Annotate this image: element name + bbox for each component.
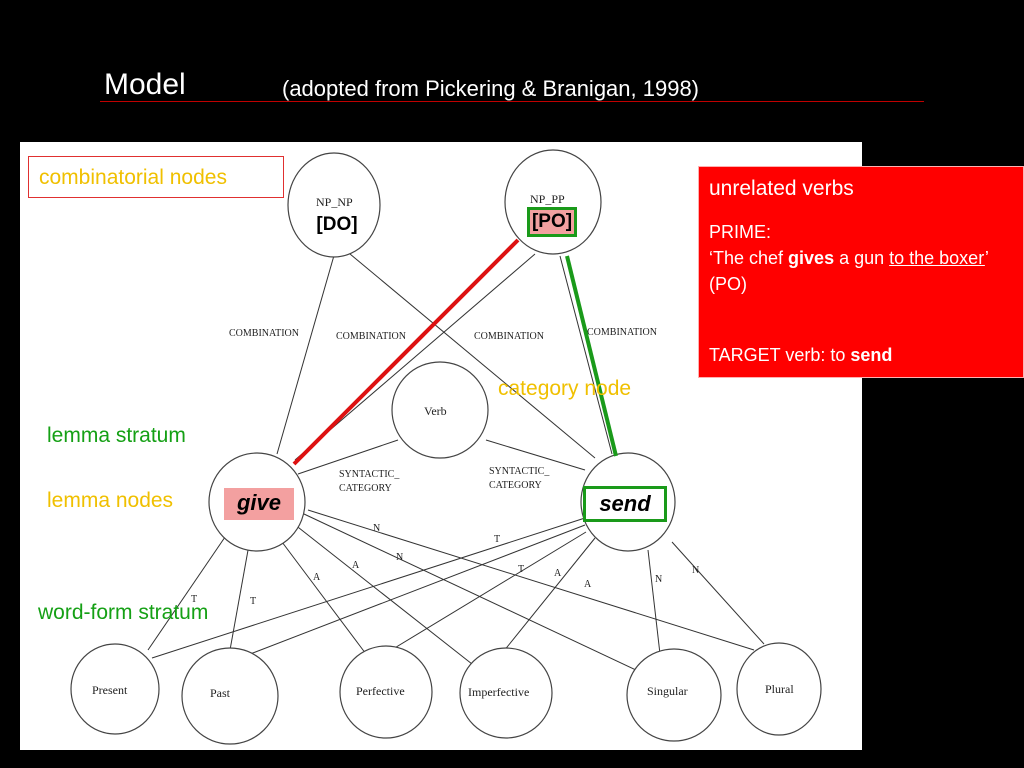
edge-label-a-1: A [313, 572, 321, 583]
word-form-stratum-label: word-form stratum [38, 601, 209, 624]
tag-po: [PO] [527, 207, 577, 237]
edge-send-past [244, 524, 586, 657]
node-label-perfective: Perfective [356, 684, 405, 698]
target-text: TARGET verb: to send [709, 345, 892, 366]
target-label: TARGET verb: [709, 345, 831, 365]
prime-text: PRIME: ‘The chef gives a gun to the boxe… [709, 219, 1015, 297]
edge-send-plural [671, 541, 765, 645]
prime-label: PRIME: [709, 222, 772, 242]
node-np-np [287, 152, 381, 258]
edge-label-combination-3: COMBINATION [474, 331, 544, 342]
edge-npnp-send [349, 253, 596, 459]
tag-send: send [583, 486, 667, 522]
edge-label-combination-4: COMBINATION [587, 327, 657, 338]
prime-quote-close: ’ (PO) [709, 248, 989, 294]
prime-object: a gun [834, 248, 890, 268]
node-label-present: Present [92, 683, 128, 697]
tag-do: [DO] [316, 214, 358, 235]
edge-give-perfective [275, 533, 367, 655]
edge-label-t-1: T [191, 594, 197, 605]
prime-verb: gives [788, 248, 835, 268]
edge-label-a-2: A [352, 560, 360, 571]
edge-label-syntactic-2b: CATEGORY [489, 480, 542, 491]
edge-verb-give [297, 439, 399, 475]
node-past [181, 647, 279, 745]
edge-send-imperfective [494, 537, 596, 663]
slide-subtitle: (adopted from Pickering & Branigan, 1998… [282, 76, 700, 101]
edge-send-present [151, 517, 586, 659]
tag-give: give [224, 488, 294, 520]
edge-label-n-3: N [655, 574, 662, 585]
prime-quote-open: ‘The chef [709, 248, 789, 268]
node-label-past: Past [210, 686, 231, 700]
node-label-np-np: NP_NP [316, 195, 353, 209]
edge-label-t-2: T [250, 596, 256, 607]
example-panel: unrelated verbs PRIME: ‘The chef gives a… [698, 166, 1024, 378]
node-label-singular: Singular [647, 684, 688, 698]
panel-heading: unrelated verbs [709, 177, 854, 200]
combinatorial-nodes-label: combinatorial nodes [39, 166, 227, 189]
edge-label-n-4: N [692, 565, 699, 576]
edge-give-singular [303, 513, 637, 671]
node-label-plural: Plural [765, 682, 794, 696]
edge-verb-send [485, 439, 586, 471]
edge-label-syntactic-1a: SYNTACTIC_ [339, 469, 400, 480]
lemma-nodes-label: lemma nodes [47, 489, 174, 512]
edge-label-a-4: A [584, 579, 592, 590]
edge-send-singular [647, 549, 661, 655]
edge-npnp-give [276, 251, 336, 455]
node-label-verb: Verb [424, 404, 447, 418]
edge-give-imperfective [293, 523, 473, 665]
edge-nppp-send [559, 255, 613, 455]
node-perfective [339, 645, 433, 739]
node-label-np-pp: NP_PP [530, 192, 565, 206]
node-plural [736, 642, 822, 736]
edge-give-present [147, 517, 239, 651]
combinatorial-nodes-label-box: combinatorial nodes [28, 156, 284, 198]
node-label-imperfective: Imperfective [468, 685, 529, 699]
node-imperfective [459, 647, 553, 739]
edge-label-combination-1: COMBINATION [229, 328, 299, 339]
title-underline [100, 101, 924, 102]
target-verb: send [850, 345, 893, 365]
edge-label-a-3: A [554, 568, 562, 579]
prime-po-line [292, 238, 520, 466]
edge-label-t-4: T [518, 564, 524, 575]
category-node-label: category node [498, 377, 632, 400]
node-present [70, 643, 160, 735]
target-po-line [565, 255, 618, 457]
edge-give-plural [307, 509, 755, 651]
target-to: to [830, 345, 851, 365]
edge-label-syntactic-2a: SYNTACTIC_ [489, 466, 550, 477]
edge-label-syntactic-1b: CATEGORY [339, 483, 392, 494]
lemma-stratum-label: lemma stratum [47, 424, 186, 447]
slide-title: Model [104, 68, 186, 101]
edge-label-n-2: N [373, 523, 380, 534]
prime-recipient: to the boxer [889, 248, 985, 268]
edge-label-t-3: T [494, 534, 500, 545]
node-singular [626, 648, 722, 742]
node-verb [391, 361, 489, 459]
edge-label-combination-2: COMBINATION [336, 331, 406, 342]
edge-label-n-1: N [396, 552, 403, 563]
edge-send-perfective [387, 531, 587, 653]
